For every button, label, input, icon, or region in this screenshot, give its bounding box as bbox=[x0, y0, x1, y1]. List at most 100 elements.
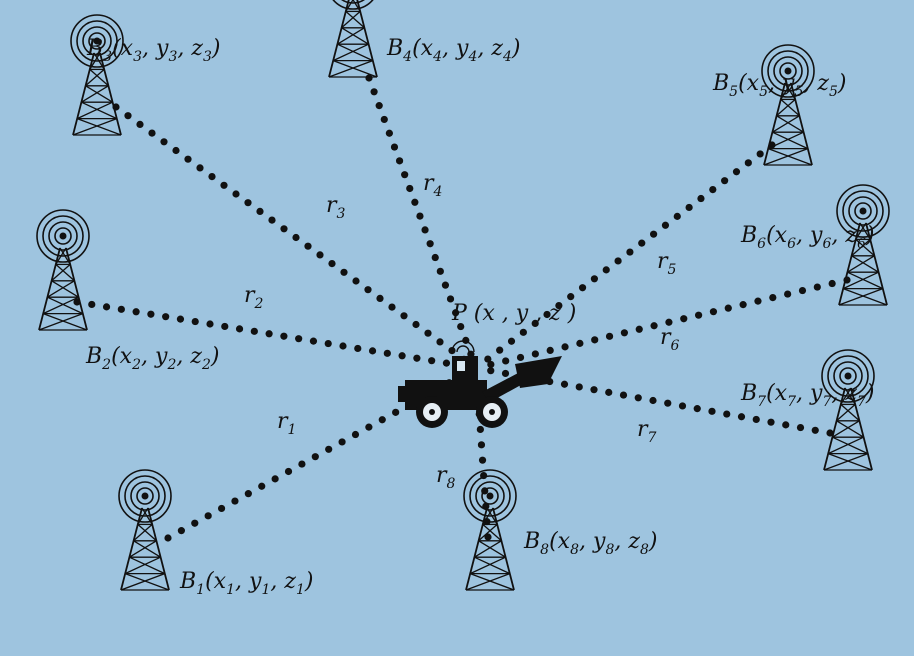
range-dot bbox=[605, 388, 613, 396]
range-dot bbox=[635, 325, 643, 333]
range-dot bbox=[487, 360, 495, 369]
range-dot bbox=[309, 337, 318, 345]
range-dot bbox=[395, 157, 404, 165]
range-label-r1: r1 bbox=[277, 409, 296, 438]
radio-tower-icon bbox=[328, 0, 378, 78]
receiver-label: P (x , y , z ) bbox=[451, 301, 576, 326]
range-dot bbox=[311, 453, 319, 461]
radio-tower-icon bbox=[463, 469, 517, 591]
range-dot bbox=[650, 230, 658, 238]
radio-tower-icon bbox=[118, 469, 172, 591]
range-dot bbox=[280, 225, 288, 233]
range-dot bbox=[784, 290, 792, 298]
range-dot bbox=[298, 460, 306, 468]
range-dot bbox=[441, 281, 450, 289]
range-dot bbox=[436, 338, 444, 346]
range-dot bbox=[354, 344, 362, 353]
range-dot bbox=[487, 367, 495, 375]
range-dot bbox=[388, 303, 396, 311]
range-label-r4: r4 bbox=[423, 171, 442, 200]
range-dot bbox=[638, 239, 646, 247]
range-dot bbox=[467, 350, 475, 358]
range-dot bbox=[531, 319, 539, 327]
station-label-b3: B3(x3, y3, z3) bbox=[86, 36, 220, 65]
range-dot bbox=[232, 190, 240, 198]
range-dot bbox=[678, 402, 687, 410]
range-dot bbox=[426, 240, 434, 248]
range-dot bbox=[828, 279, 836, 288]
range-dot bbox=[723, 410, 731, 418]
range-dot bbox=[304, 242, 312, 250]
range-dot bbox=[561, 343, 569, 351]
range-dot bbox=[457, 322, 465, 331]
range-dot bbox=[421, 226, 429, 234]
range-dot bbox=[325, 445, 333, 453]
range-dot bbox=[365, 423, 373, 431]
range-dot bbox=[649, 396, 657, 405]
range-dot bbox=[739, 301, 747, 309]
range-dot bbox=[724, 304, 732, 312]
range-dot bbox=[516, 353, 525, 362]
range-dot bbox=[811, 426, 819, 434]
range-dot bbox=[721, 177, 729, 185]
range-dot bbox=[665, 318, 673, 326]
range-dot bbox=[221, 322, 229, 331]
wheel-loader-icon bbox=[398, 340, 562, 428]
range-dot bbox=[484, 355, 492, 363]
range-dot bbox=[501, 369, 510, 378]
range-dot bbox=[590, 275, 599, 283]
range-dot bbox=[620, 329, 629, 337]
station-label-b6: B6(x6, y6, z6) bbox=[740, 223, 874, 252]
range-dot bbox=[709, 186, 717, 194]
range-dot bbox=[634, 394, 642, 402]
range-dot bbox=[148, 129, 156, 137]
range-dot bbox=[664, 399, 672, 407]
range-dot bbox=[531, 350, 539, 358]
range-dot bbox=[575, 383, 583, 391]
range-dot bbox=[244, 490, 252, 498]
range-dot bbox=[401, 171, 409, 179]
range-dot bbox=[732, 168, 741, 176]
range-dot bbox=[737, 413, 746, 421]
range-dot bbox=[378, 416, 386, 424]
range-dot bbox=[295, 335, 303, 343]
station-label-b8: B8(x8, y8, z8) bbox=[523, 529, 657, 558]
range-dot bbox=[244, 199, 252, 207]
range-dot bbox=[406, 184, 414, 193]
range-dot bbox=[416, 212, 424, 220]
range-dot bbox=[184, 155, 192, 163]
range-label-r8: r8 bbox=[436, 463, 456, 492]
range-dot bbox=[411, 198, 419, 206]
range-dot bbox=[767, 418, 775, 426]
radio-tower-icon bbox=[761, 44, 815, 166]
range-dot bbox=[376, 294, 384, 302]
range-dot bbox=[316, 251, 324, 259]
range-dot bbox=[208, 173, 216, 181]
range-dot bbox=[756, 150, 764, 158]
range-dot bbox=[685, 203, 693, 212]
range-dot bbox=[543, 310, 551, 319]
range-dot bbox=[744, 159, 752, 167]
range-dot bbox=[324, 339, 332, 348]
range-dot bbox=[147, 310, 155, 318]
range-dot bbox=[619, 391, 628, 399]
range-label-r2: r2 bbox=[244, 283, 264, 312]
range-dot bbox=[476, 425, 484, 434]
range-dot bbox=[446, 295, 455, 303]
range-dot bbox=[496, 346, 504, 354]
range-dot bbox=[752, 415, 760, 424]
range-dot bbox=[368, 347, 377, 355]
range-label-r6: r6 bbox=[660, 325, 680, 354]
range-dot bbox=[268, 216, 276, 224]
range-lines bbox=[73, 74, 851, 542]
range-dot bbox=[424, 329, 432, 337]
range-dot bbox=[555, 301, 563, 310]
range-dot bbox=[602, 266, 610, 274]
range-dot bbox=[258, 482, 266, 490]
range-dot bbox=[88, 300, 96, 309]
range-label-r7: r7 bbox=[637, 417, 657, 446]
range-dot bbox=[352, 277, 360, 285]
